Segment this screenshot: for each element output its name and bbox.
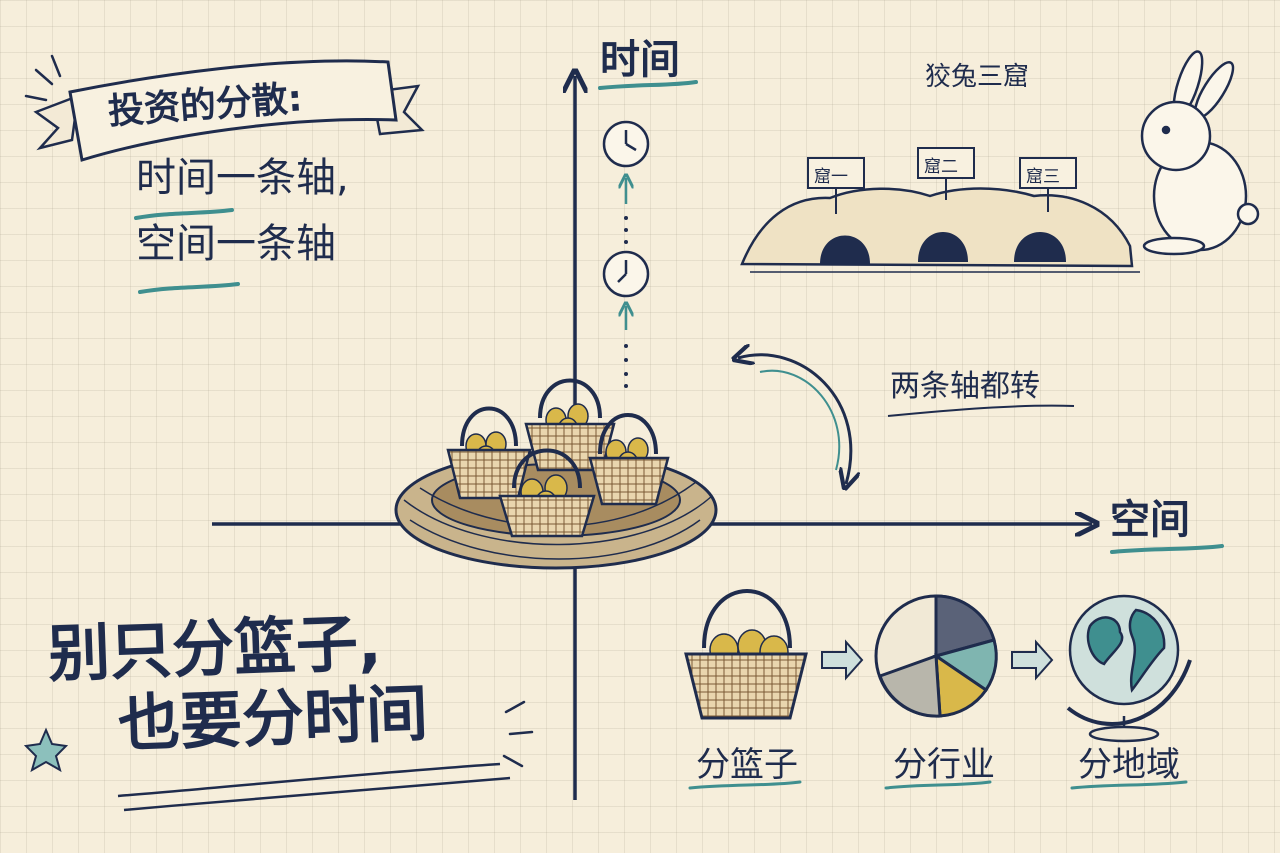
sparkle-lines xyxy=(24,54,62,102)
egg-basket-icon xyxy=(498,448,596,538)
globe-icon xyxy=(1066,594,1192,743)
space-axis-label: 空间 xyxy=(1110,497,1190,543)
slogan-underline xyxy=(117,762,511,812)
burrow-label-2: 窟二 xyxy=(924,157,958,177)
slogan-line-2: 也要分时间 xyxy=(116,676,430,761)
egg-basket-icon xyxy=(446,406,532,500)
underlines-top xyxy=(134,80,1224,554)
rotate-underline xyxy=(887,404,1075,417)
step-industry-label: 分行业 xyxy=(893,745,995,785)
rabbit-title: 狡兔三窟 xyxy=(925,62,1030,92)
arrow-right-icon xyxy=(821,639,864,681)
step-region-label: 分地域 xyxy=(1078,745,1180,785)
time-axis-caption: 时间一条轴, xyxy=(136,155,349,201)
time-axis-label: 时间 xyxy=(600,37,680,83)
egg-basket-icon xyxy=(684,589,808,720)
clock-icon xyxy=(602,120,650,168)
slogan-sparkle xyxy=(502,700,534,768)
pie-chart-icon xyxy=(874,594,998,718)
burrow-label-1: 窟一 xyxy=(814,167,848,187)
bottom-underlines xyxy=(688,780,1188,790)
clock-icon xyxy=(602,250,650,298)
burrow-sign xyxy=(807,147,1077,214)
step-basket-label: 分篮子 xyxy=(696,745,798,785)
arrow-right-icon xyxy=(1011,639,1054,681)
title-banner xyxy=(33,59,425,162)
burrow-icon xyxy=(740,187,1140,273)
rabbit-icon xyxy=(1140,50,1260,256)
rotate-label: 两条轴都转 xyxy=(890,369,1040,404)
slogan-line-1: 别只分篮子, xyxy=(46,606,383,691)
star-icon xyxy=(23,727,69,773)
curved-arrow-icon xyxy=(738,355,851,484)
space-axis-caption: 空间一条轴 xyxy=(136,221,336,267)
burrow-label-3: 窟三 xyxy=(1026,167,1060,187)
egg-basket-icon xyxy=(588,413,670,506)
time-dots xyxy=(624,216,628,388)
egg-basket-icon xyxy=(524,378,616,472)
